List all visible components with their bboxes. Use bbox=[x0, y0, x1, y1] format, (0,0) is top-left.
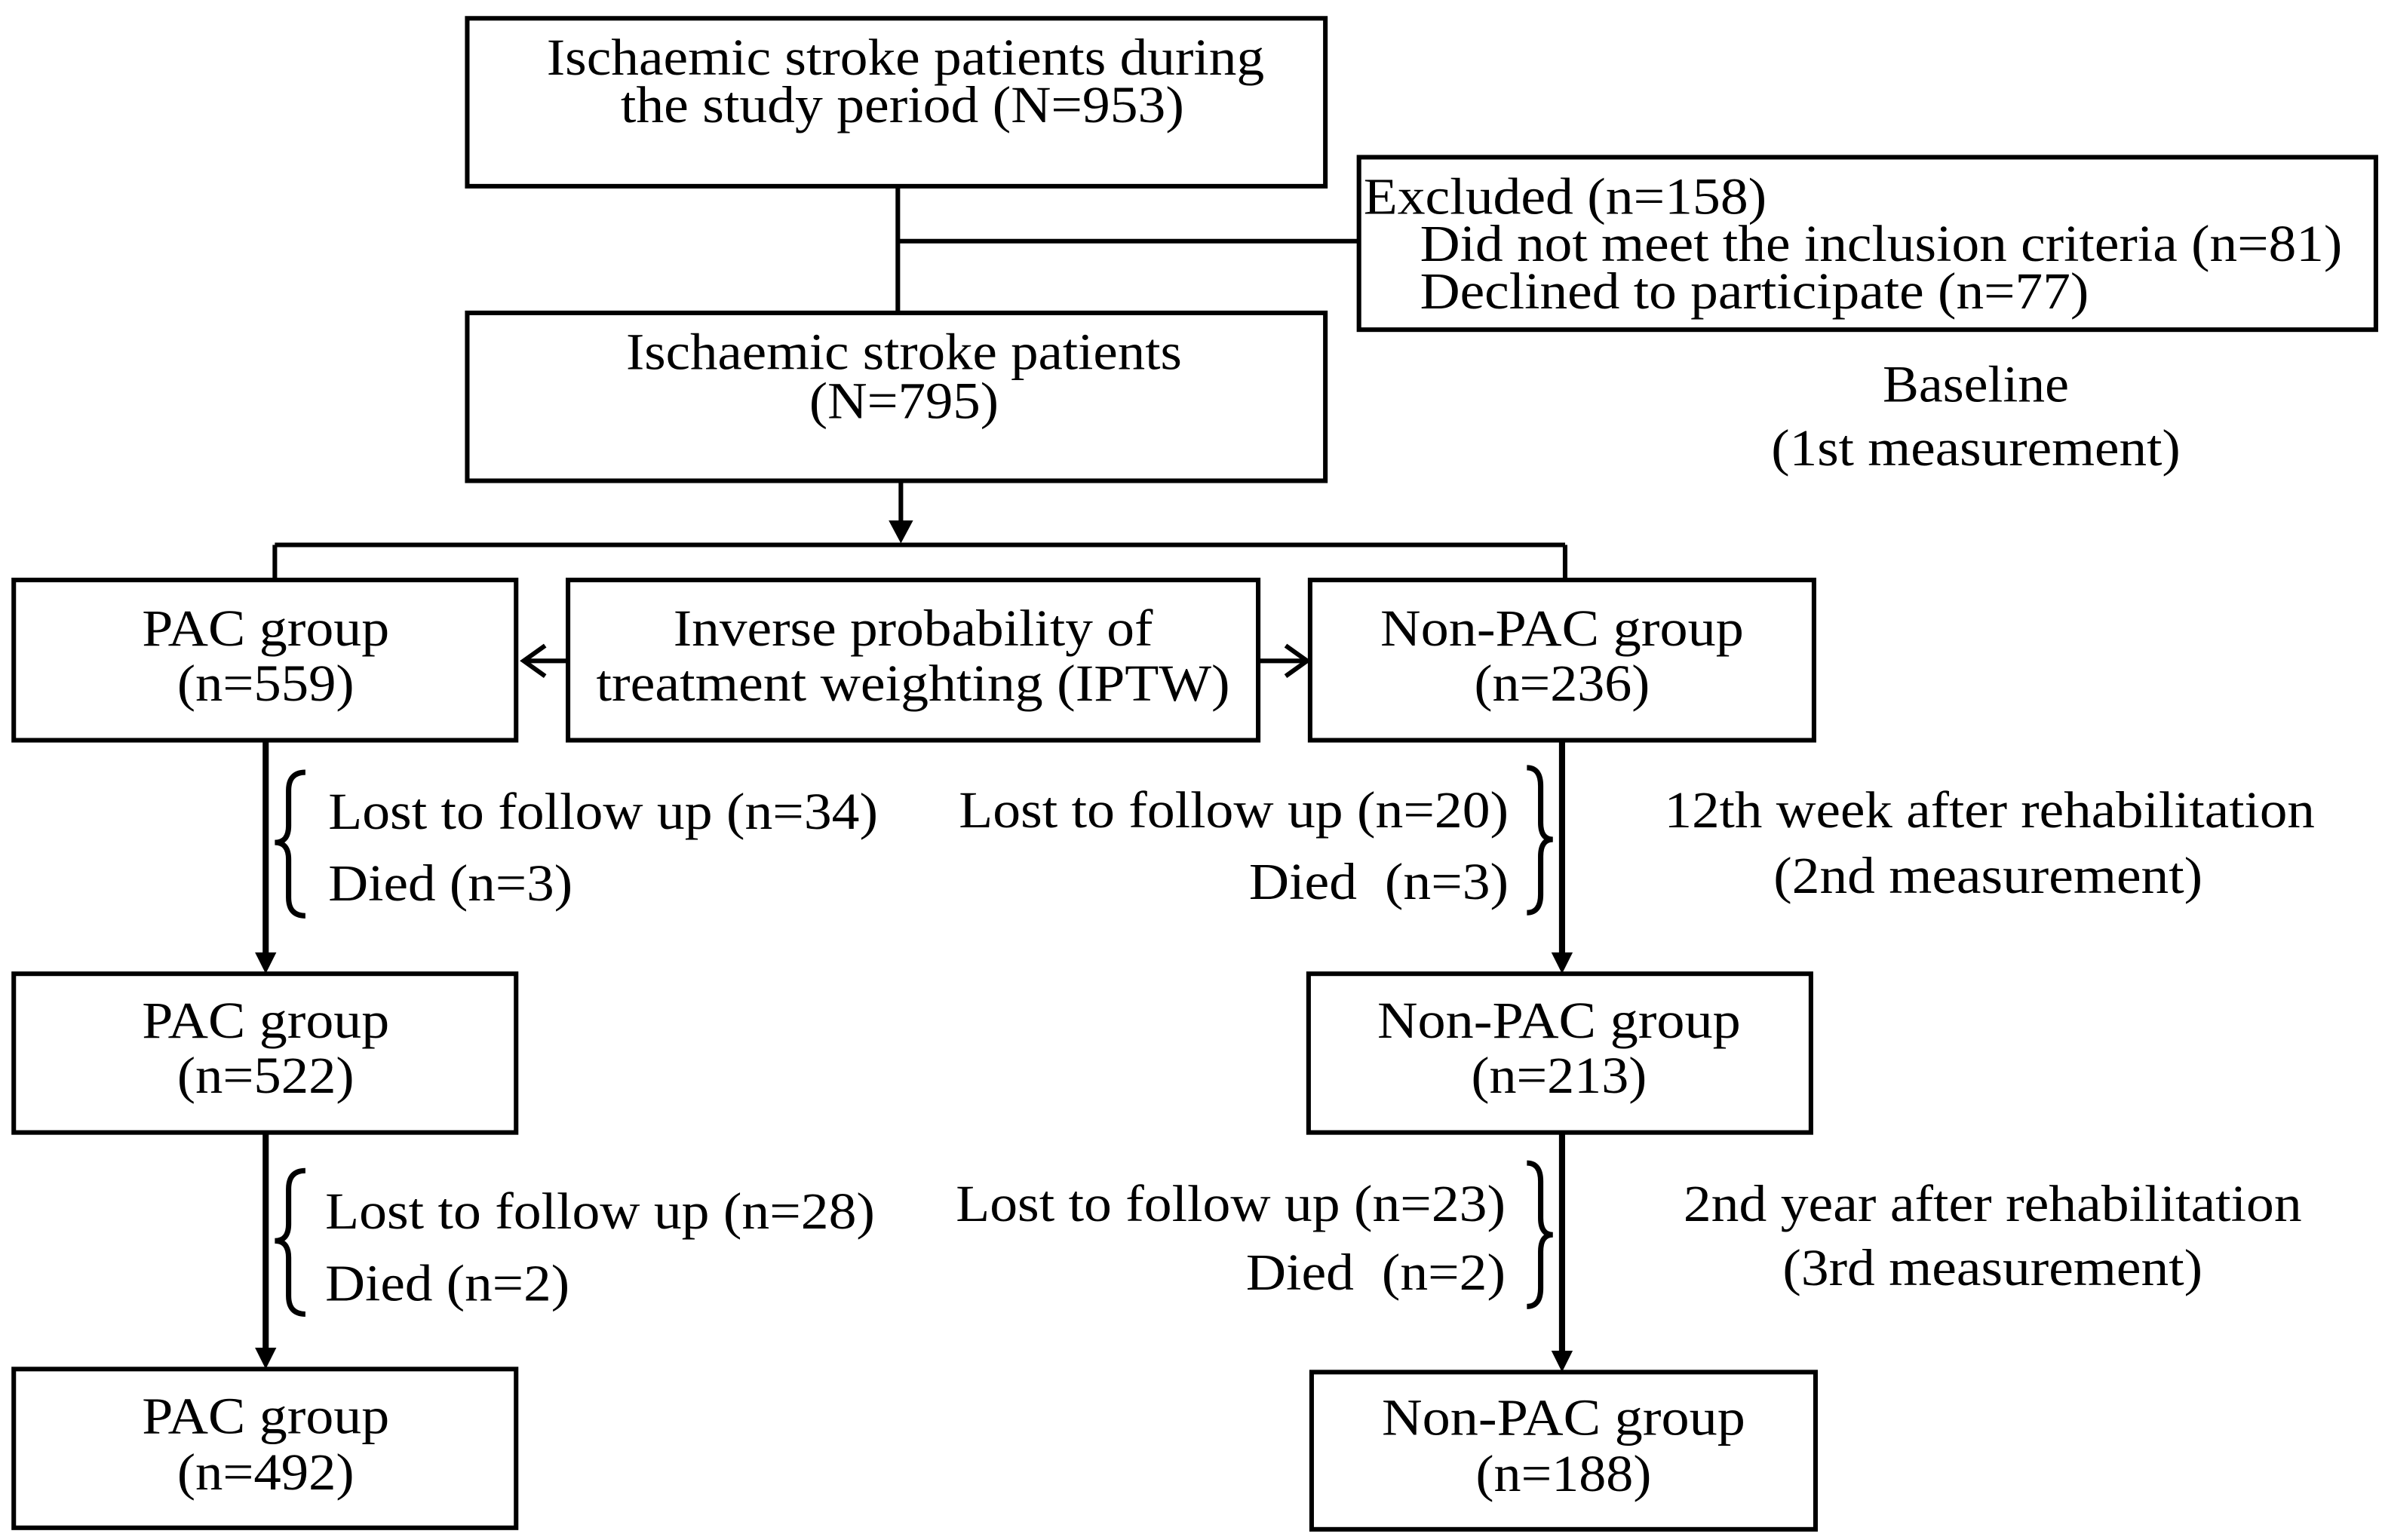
pac-died-1: Died (n=3) bbox=[328, 854, 572, 912]
pac-group-label: PAC group bbox=[142, 1387, 389, 1444]
pac-group-box-year-2: PAC group (n=492) bbox=[11, 1367, 519, 1530]
non-pac-lost-to-follow-up-2: Lost to follow up (n=23) bbox=[956, 1175, 1506, 1232]
excluded-title: Excluded (n=158) bbox=[1364, 167, 1767, 225]
timepoint-1-measurement: (2nd measurement) bbox=[1773, 847, 2202, 904]
pac-attrition-2-brace bbox=[275, 1167, 306, 1318]
iptw-box-frame bbox=[566, 578, 1261, 743]
non-pac-group-label: Non-PAC group bbox=[1382, 1388, 1745, 1446]
pac-lost-to-follow-up-2: Lost to follow up (n=28) bbox=[325, 1183, 875, 1240]
iptw-right-arrowhead bbox=[1284, 643, 1312, 679]
iptw-line-1: Inverse probability of bbox=[674, 600, 1153, 657]
pac-group-box-year-2-frame bbox=[11, 1367, 519, 1530]
excluded-reason-criteria: Did not meet the inclusion criteria (n=8… bbox=[1420, 215, 2343, 272]
pac-attrition-1-brace bbox=[275, 769, 306, 919]
pac-lost-to-follow-up-1: Lost to follow up (n=34) bbox=[328, 783, 878, 840]
included-box: Ischaemic stroke patients (N=795) bbox=[465, 310, 1328, 483]
baseline-title: Baseline bbox=[1883, 355, 2069, 413]
pac-group-count: (n=522) bbox=[177, 1047, 355, 1104]
enrollment-box-frame bbox=[465, 16, 1328, 189]
iptw-line-2: treatment weighting (IPTW) bbox=[597, 655, 1230, 712]
non-pac-died-1: Died (n=3) bbox=[1249, 853, 1509, 910]
non-pac-group-count: (n=188) bbox=[1476, 1445, 1652, 1502]
pac-followup-2-arrowhead bbox=[255, 1348, 277, 1370]
non-pac-lost-to-follow-up-1: Lost to follow up (n=20) bbox=[959, 781, 1509, 839]
non-pac-attrition-1-brace bbox=[1527, 765, 1554, 916]
non-pac-group-count: (n=213) bbox=[1471, 1047, 1647, 1104]
timepoint-2-measurement: (3rd measurement) bbox=[1782, 1239, 2202, 1296]
non-pac-group-box-year-2-frame bbox=[1309, 1370, 1818, 1532]
iptw-box: Inverse probability of treatment weighti… bbox=[566, 578, 1261, 743]
baseline-measurement: (1st measurement) bbox=[1771, 419, 2181, 477]
non-pac-attrition-2-brace bbox=[1527, 1160, 1554, 1309]
included-line-2: (N=795) bbox=[809, 373, 999, 430]
included-down-arrowhead bbox=[889, 520, 913, 544]
enrollment-line-1: Ischaemic stroke patients during bbox=[547, 29, 1264, 86]
non-pac-group-count: (n=236) bbox=[1475, 655, 1650, 712]
pac-group-count: (n=559) bbox=[177, 655, 355, 712]
timepoint-1-label: 12th week after rehabilitation bbox=[1665, 781, 2315, 839]
pac-died-2: Died (n=2) bbox=[325, 1254, 569, 1311]
non-pac-group-box-week-12: Non-PAC group (n=213) bbox=[1306, 971, 1813, 1135]
timepoint-2-label: 2nd year after rehabilitation bbox=[1684, 1175, 2302, 1232]
pac-group-label: PAC group bbox=[142, 992, 389, 1049]
enrollment-box: Ischaemic stroke patients during the stu… bbox=[465, 16, 1328, 189]
included-box-frame bbox=[465, 310, 1328, 483]
pac-followup-1-arrowhead bbox=[255, 952, 277, 974]
baseline-label: Baseline (1st measurement) bbox=[1771, 355, 2181, 477]
non-pac-followup-2-arrowhead bbox=[1551, 1351, 1573, 1373]
excluded-box: Excluded (n=158) Did not meet the inclus… bbox=[1356, 155, 2378, 333]
pac-group-box-baseline-frame bbox=[11, 578, 519, 743]
non-pac-group-box-baseline-frame bbox=[1307, 578, 1816, 743]
excluded-reason-declined: Declined to participate (n=77) bbox=[1420, 262, 2089, 320]
excluded-box-frame bbox=[1356, 155, 2378, 333]
non-pac-group-label: Non-PAC group bbox=[1377, 992, 1741, 1049]
non-pac-group-box-year-2: Non-PAC group (n=188) bbox=[1309, 1370, 1818, 1532]
pac-group-box-baseline: PAC group (n=559) bbox=[11, 578, 519, 743]
pac-group-label: PAC group bbox=[142, 600, 389, 657]
iptw-left-arrowhead bbox=[520, 643, 547, 679]
non-pac-group-box-baseline: Non-PAC group (n=236) bbox=[1307, 578, 1816, 743]
pac-group-box-week-12-frame bbox=[11, 971, 519, 1135]
non-pac-followup-1-arrowhead bbox=[1551, 952, 1573, 974]
pac-group-box-week-12: PAC group (n=522) bbox=[11, 971, 519, 1135]
non-pac-group-box-week-12-frame bbox=[1306, 971, 1813, 1135]
included-line-1: Ischaemic stroke patients bbox=[626, 324, 1182, 381]
enrollment-line-2: the study period (N=953) bbox=[621, 76, 1184, 133]
pac-group-count: (n=492) bbox=[177, 1443, 355, 1501]
non-pac-group-label: Non-PAC group bbox=[1380, 600, 1744, 657]
non-pac-died-2: Died (n=2) bbox=[1246, 1244, 1506, 1301]
